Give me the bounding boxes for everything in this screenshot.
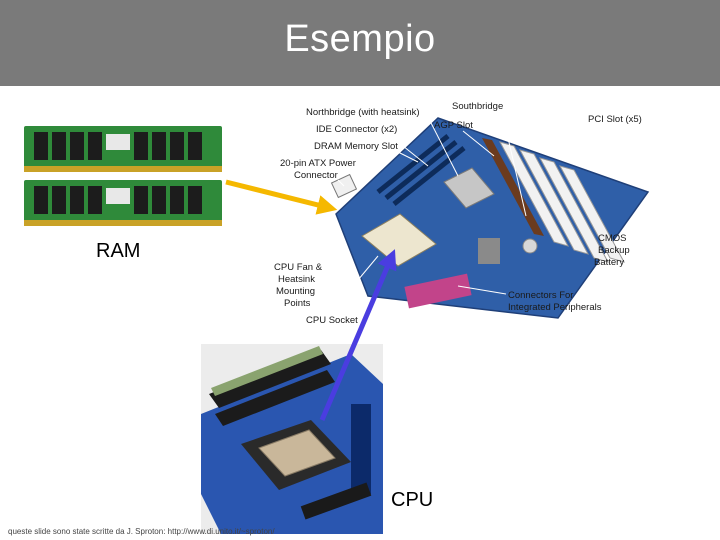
cmos-battery bbox=[522, 238, 538, 254]
label-cpufan-1: CPU Fan & bbox=[274, 262, 323, 273]
io-connectors bbox=[404, 273, 472, 309]
label-cmos-3: Battery bbox=[594, 257, 624, 268]
label-cpufan-2: Heatsink bbox=[278, 274, 315, 285]
title-bar: Esempio bbox=[0, 0, 720, 86]
label-cmos-2: Backup bbox=[598, 245, 630, 256]
label-cpufan-4: Points bbox=[284, 298, 311, 309]
dram-slots bbox=[376, 134, 466, 206]
ram-stick-bottom bbox=[24, 180, 222, 226]
footer-credit: queste slide sono state scritte da J. Sp… bbox=[8, 527, 275, 536]
label-atx-1: 20-pin ATX Power bbox=[280, 158, 356, 169]
ram-stick-top bbox=[24, 126, 222, 172]
label-connectors-2: Integrated Peripherals bbox=[508, 302, 602, 313]
cpu-caption: CPU bbox=[391, 489, 434, 511]
label-northbridge: Northbridge (with heatsink) bbox=[306, 107, 420, 118]
ram-caption: RAM bbox=[96, 240, 141, 262]
label-cpufan-3: Mounting bbox=[276, 286, 315, 297]
label-pci: PCI Slot (x5) bbox=[588, 114, 642, 125]
agp-slot bbox=[482, 138, 544, 236]
cpu-photo bbox=[201, 344, 383, 534]
label-southbridge: Southbridge bbox=[452, 101, 503, 112]
motherboard-diagram: Northbridge (with heatsink) Southbridge … bbox=[274, 101, 650, 326]
label-agp: AGP Slot bbox=[434, 120, 473, 131]
label-atx-2: Connector bbox=[294, 170, 338, 181]
label-dram: DRAM Memory Slot bbox=[314, 141, 398, 152]
label-cpu-socket: CPU Socket bbox=[306, 315, 358, 326]
ram-modules-image bbox=[24, 126, 222, 226]
label-ide: IDE Connector (x2) bbox=[316, 124, 397, 135]
slide-title: Esempio bbox=[284, 18, 436, 60]
label-connectors-1: Connectors For bbox=[508, 290, 573, 301]
northbridge-heatsink bbox=[443, 167, 495, 209]
cpu-chip bbox=[258, 429, 336, 477]
pci-slots bbox=[498, 141, 626, 263]
label-cmos-1: CMOS bbox=[598, 233, 627, 244]
